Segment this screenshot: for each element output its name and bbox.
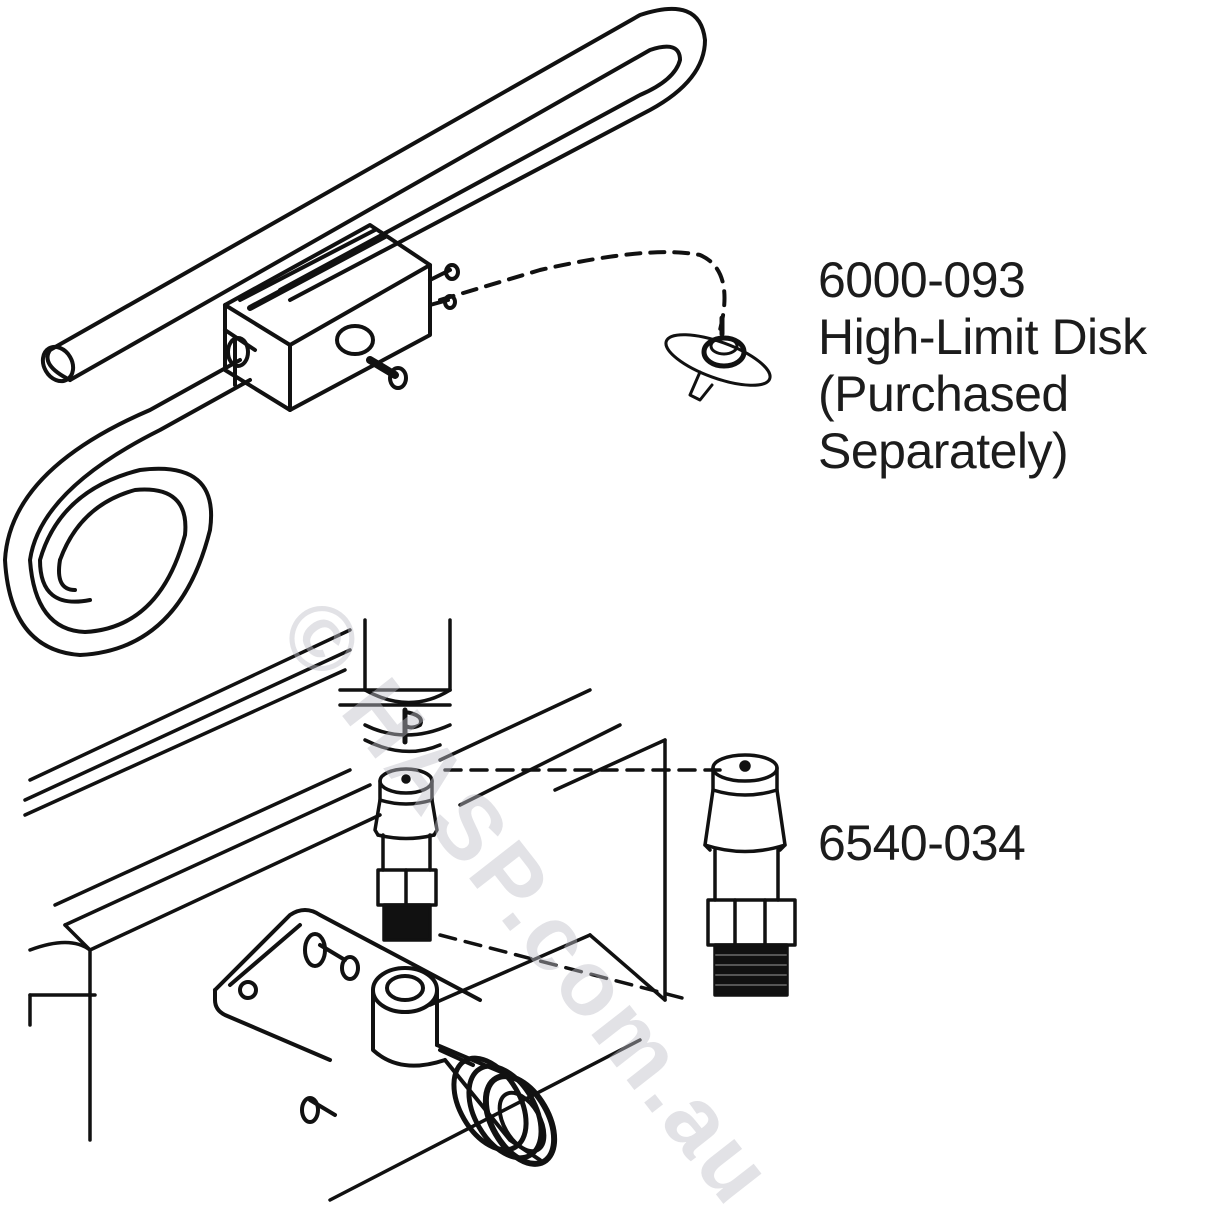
fitting-detail xyxy=(703,753,797,997)
valve-body xyxy=(213,908,558,1167)
part-label-fitting: 6540-034 xyxy=(818,815,1026,872)
heating-element xyxy=(3,6,707,657)
part-description-high-limit-disk: High-Limit Disk xyxy=(818,309,1147,365)
part-number-6540-034: 6540-034 xyxy=(818,815,1026,871)
leader-line-fitting-bottom xyxy=(438,933,692,1002)
leader-line-disk xyxy=(438,250,727,332)
part-note-line2: Separately) xyxy=(818,423,1069,479)
fryer-pot-frame xyxy=(23,628,667,1202)
probe-sleeve xyxy=(338,618,452,754)
part-number-6000-093: 6000-093 xyxy=(818,252,1026,308)
high-limit-disk-illustration xyxy=(664,315,772,402)
fitting-installed xyxy=(373,767,439,942)
thermostat-box xyxy=(223,223,460,412)
part-note-line1: (Purchased xyxy=(818,366,1069,422)
part-label-high-limit-disk: 6000-093 High-Limit Disk (Purchased Sepa… xyxy=(818,252,1147,480)
